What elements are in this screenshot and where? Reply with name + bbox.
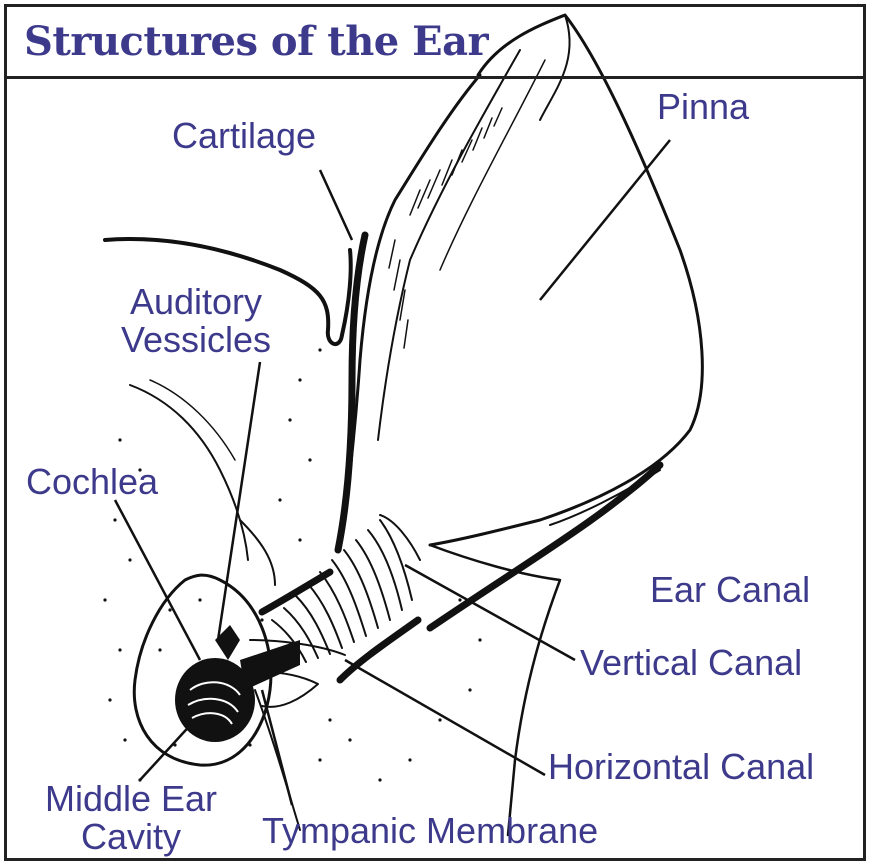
label-auditory-vessicles-line2: Vessicles bbox=[106, 321, 286, 359]
label-tympanic-membrane: Tympanic Membrane bbox=[262, 812, 598, 850]
stipple bbox=[103, 348, 481, 781]
pinna-inner-edge bbox=[340, 75, 480, 550]
cochlea-shape bbox=[175, 625, 300, 742]
label-middle-ear-cavity-line2: Cavity bbox=[26, 818, 236, 856]
label-pinna: Pinna bbox=[657, 88, 749, 126]
label-middle-ear-cavity: Middle Ear Cavity bbox=[26, 780, 236, 856]
label-horizontal-canal: Horizontal Canal bbox=[548, 748, 814, 786]
label-cochlea: Cochlea bbox=[26, 463, 158, 501]
label-vertical-canal: Vertical Canal bbox=[580, 644, 802, 682]
label-auditory-vessicles: Auditory Vessicles bbox=[106, 283, 286, 359]
label-auditory-vessicles-line1: Auditory bbox=[106, 283, 286, 321]
label-cartilage: Cartilage bbox=[172, 117, 316, 155]
title-bar: Structures of the Ear bbox=[4, 4, 866, 79]
label-ear-canal: Ear Canal bbox=[650, 571, 810, 609]
diagram-title: Structures of the Ear bbox=[24, 18, 488, 65]
label-middle-ear-cavity-line1: Middle Ear bbox=[26, 780, 236, 818]
